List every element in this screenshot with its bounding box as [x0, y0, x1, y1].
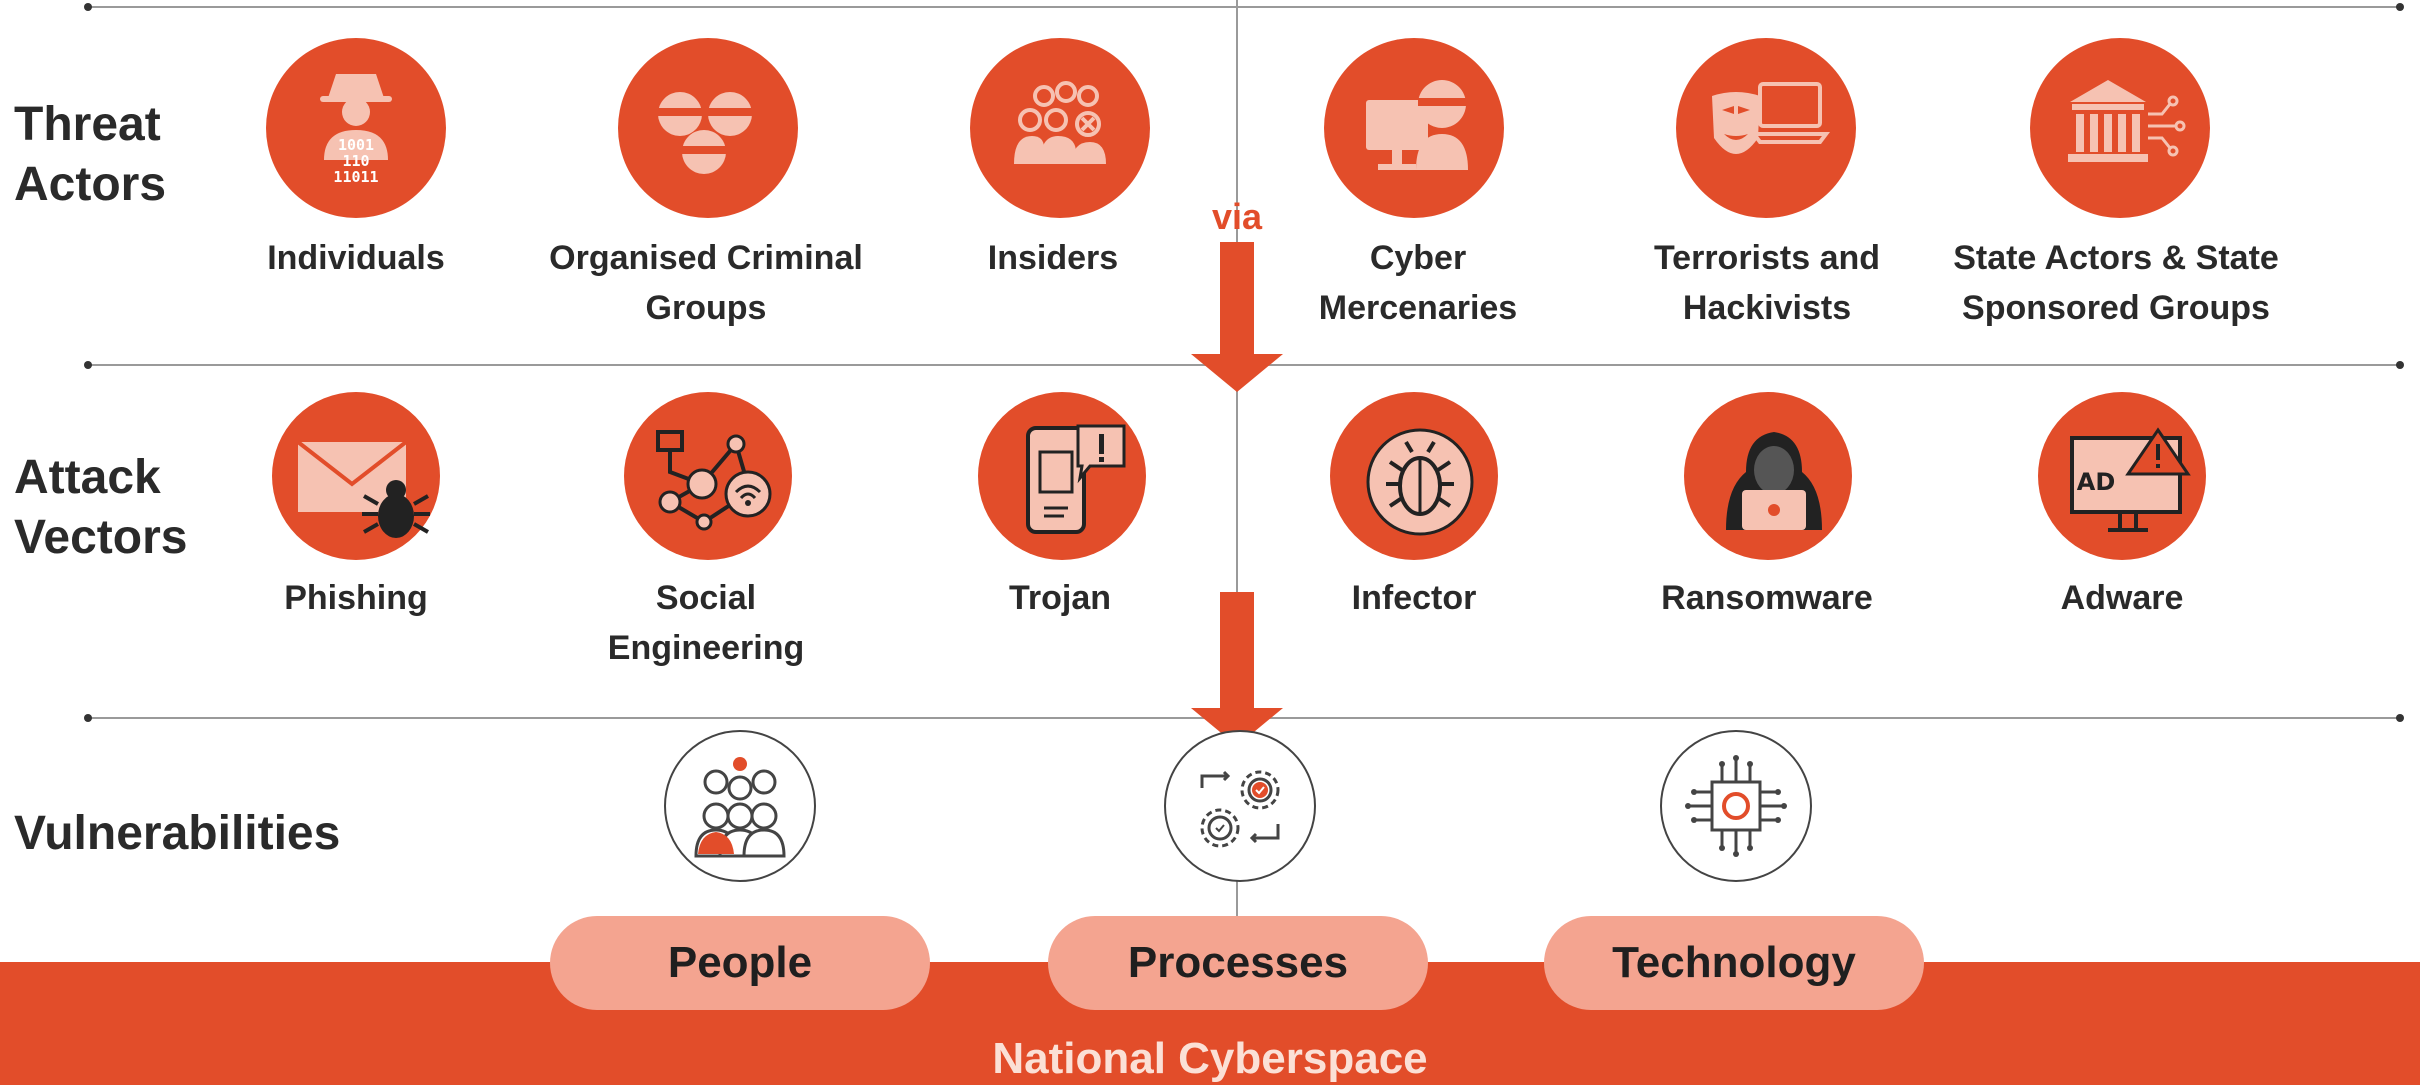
svg-text:110: 110 — [342, 152, 369, 170]
mask-laptop-icon — [1676, 38, 1856, 218]
gears-process-icon — [1164, 730, 1316, 882]
attack-vector-label: Adware — [2060, 579, 2184, 617]
threat-actor-label: Terrorists and Hackivists — [1653, 239, 1881, 327]
svg-text:1001: 1001 — [338, 136, 374, 154]
vulnerability-pill-people: People — [550, 916, 930, 1010]
phone-alert-icon — [978, 392, 1146, 560]
attack-vector-label: Infector — [1351, 579, 1477, 617]
government-building-icon — [2030, 38, 2210, 218]
threat-actor-label: Organised Criminal Groups — [549, 239, 863, 327]
people-group-icon — [664, 730, 816, 882]
attack-vector-label: Phishing — [284, 579, 428, 617]
center-divider — [1236, 0, 1238, 1085]
network-nodes-icon — [624, 392, 792, 560]
hacker-binary-icon: 1001 110 11011 — [266, 38, 446, 218]
mercenary-computer-icon — [1324, 38, 1504, 218]
row-label-vulnerabilities: Vulnerabilities — [14, 807, 341, 860]
bug-circle-icon — [1330, 392, 1498, 560]
via-label: via — [1211, 196, 1263, 237]
threat-actor-label: Cyber Mercenaries — [1318, 239, 1518, 327]
vulnerability-pill-processes: Processes — [1048, 916, 1428, 1010]
down-arrow-via — [1191, 242, 1283, 392]
national-cyberspace-label: National Cyberspace — [992, 1034, 1428, 1083]
top-separator — [84, 3, 2404, 11]
chip-circuit-icon — [1660, 730, 1812, 882]
vulnerability-pill-technology: Technology — [1544, 916, 1924, 1010]
row-label-attack-vectors: Attack Vectors — [14, 451, 188, 564]
row-label-threat-actors: Threat Actors — [14, 98, 167, 211]
svg-text:AD: AD — [2077, 468, 2116, 496]
insider-group-icon — [970, 38, 1150, 218]
attack-vector-label: Trojan — [1008, 579, 1112, 617]
down-arrow-vulnerabilities — [1191, 592, 1283, 748]
envelope-bug-icon — [272, 392, 440, 560]
attack-vector-label: Ransomware — [1661, 579, 1873, 617]
threat-actor-label: State Actors & State Sponsored Groups — [1953, 239, 2279, 327]
hooded-hacker-laptop-icon — [1684, 392, 1852, 560]
threat-actor-label: Insiders — [987, 239, 1119, 277]
ad-warning-monitor-icon: AD — [2038, 392, 2206, 560]
threat-actor-label: Individuals — [267, 239, 445, 277]
svg-text:11011: 11011 — [333, 168, 378, 186]
attack-vector-label: Social Engineering — [607, 579, 805, 667]
masked-group-icon — [618, 38, 798, 218]
